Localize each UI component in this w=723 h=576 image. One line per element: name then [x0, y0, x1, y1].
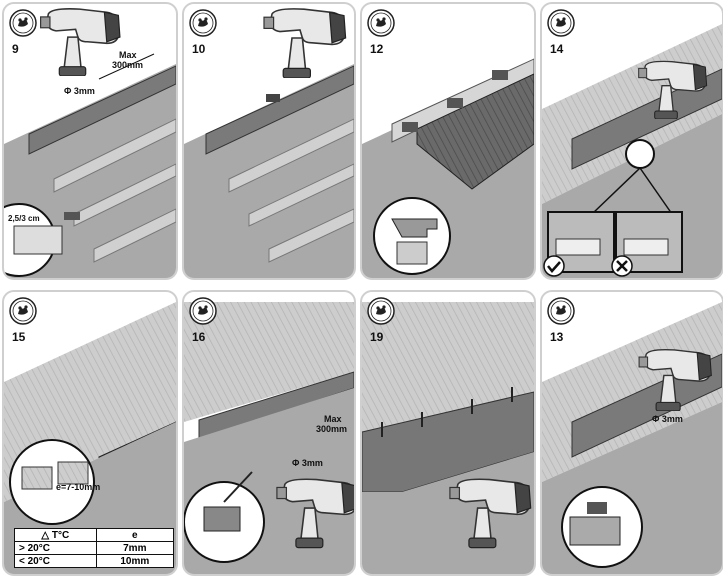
- joist-scene: [4, 53, 176, 278]
- drill-icon: [269, 467, 356, 557]
- check-icon: [543, 255, 565, 277]
- step-panel-14: 14: [540, 2, 723, 280]
- max-distance-label: 300mm: [112, 60, 144, 70]
- step-panel-12: 12: [360, 2, 536, 280]
- logo-badge-icon: [9, 9, 37, 37]
- logo-badge-icon: [189, 297, 217, 325]
- diameter-label: Φ 3mm: [292, 458, 323, 468]
- logo-badge-icon: [9, 297, 37, 325]
- step-number: 19: [370, 330, 384, 344]
- deck-scene: [542, 24, 722, 278]
- diameter-label: Φ 3mm: [652, 414, 683, 424]
- step-number: 12: [370, 42, 384, 56]
- diameter-label: Φ 3mm: [64, 86, 95, 96]
- joist-scene: [184, 64, 354, 278]
- step-number: 13: [550, 330, 564, 344]
- step-number: 15: [12, 330, 26, 344]
- gap-label: 2,5/3 cm: [8, 214, 40, 223]
- logo-badge-icon: [547, 297, 575, 325]
- table-header-gap: e: [95, 528, 175, 542]
- step-panel-13: 13 Φ 3mm: [540, 290, 723, 576]
- drill-icon: [254, 6, 354, 78]
- max-label: Max: [324, 414, 342, 424]
- step-number: 10: [192, 42, 206, 56]
- step-number: 16: [192, 330, 206, 344]
- logo-badge-icon: [189, 9, 217, 37]
- drill-icon: [632, 347, 717, 411]
- logo-badge-icon: [367, 297, 395, 325]
- step-panel-16: 16 Max 300mm Φ 3mm: [182, 290, 356, 576]
- drill-icon: [442, 467, 536, 557]
- board-scene: [362, 58, 534, 278]
- step-number: 14: [550, 42, 564, 56]
- logo-badge-icon: [367, 9, 395, 37]
- table-header-temp: △ T°C: [14, 528, 97, 542]
- max-label: Max: [119, 50, 137, 60]
- logo-badge-icon: [547, 9, 575, 37]
- step-panel-19: 19: [360, 290, 536, 576]
- step-panel-10: 10: [182, 2, 356, 280]
- deck-scene: [542, 302, 722, 574]
- max-distance-label: 300mm: [316, 424, 348, 434]
- step-panel-9: 9 Max 300mm Φ 3mm 2,5/3 cm: [2, 2, 178, 280]
- gap-label: e=7-10mm: [56, 482, 101, 492]
- drill-icon: [632, 59, 712, 119]
- step-number: 9: [12, 42, 19, 56]
